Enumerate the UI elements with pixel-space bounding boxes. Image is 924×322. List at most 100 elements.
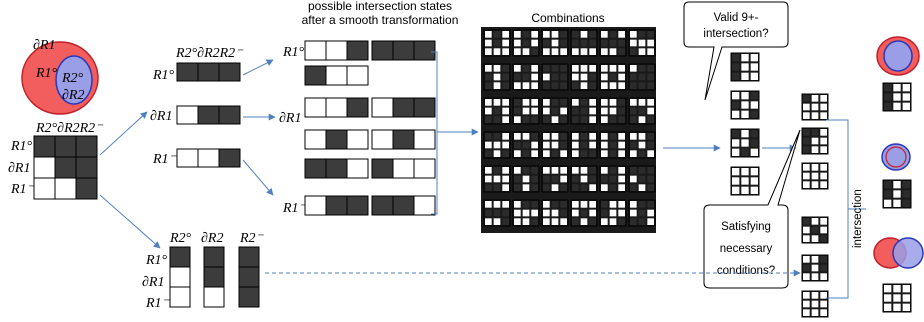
satisfying-matrix-cell — [820, 309, 827, 316]
combination-matrix-cell — [522, 141, 530, 149]
combination-matrix-cell — [514, 141, 521, 149]
combination-matrix-cell — [589, 133, 596, 140]
combination-matrix-cell — [560, 201, 567, 208]
result-matrix-cell — [884, 84, 892, 92]
combination-matrix-cell — [638, 107, 646, 115]
combination-matrix-cell — [543, 39, 550, 47]
states-exterior-label: R1⁻ — [282, 201, 308, 216]
combination-matrix-cell — [485, 82, 492, 89]
satisfying-matrix-cell — [811, 95, 819, 102]
states-boundary-label: ∂R1 — [279, 111, 301, 126]
combination-matrix-cell — [647, 141, 654, 149]
col-boundary-strip-cell — [203, 266, 225, 288]
combination-matrix-cell — [589, 167, 596, 174]
row-decomp-header: R2°∂R2R2⁻ — [175, 46, 244, 61]
combination-matrix-cell — [601, 209, 608, 217]
col-interior-strip-cell — [169, 266, 191, 288]
combination-matrix-cell — [551, 201, 559, 208]
combination-matrix-cell — [618, 150, 625, 157]
combination-matrix-cell — [493, 116, 501, 123]
combination-matrix-cell — [531, 73, 538, 81]
result-matrix-cell — [902, 181, 910, 189]
satisfying-matrix-cell — [803, 226, 810, 234]
combination-matrix-cell — [589, 73, 596, 81]
combination-matrix-cell — [560, 31, 567, 38]
combination-matrix-cell — [543, 209, 550, 217]
combination-matrix-cell — [502, 73, 509, 81]
combination-matrix-cell — [543, 48, 550, 55]
combination-matrix-cell — [589, 107, 596, 115]
combination-matrix-cell — [531, 201, 538, 208]
result-matrix-cell — [902, 303, 910, 311]
combination-matrix-cell — [514, 175, 521, 183]
combination-matrix-cell — [543, 65, 550, 72]
satisfying-matrix-cell — [803, 309, 810, 316]
combination-matrix-cell — [502, 150, 509, 157]
result-matrix-cell — [884, 303, 892, 311]
combination-matrix-cell — [514, 150, 521, 157]
col-decomp-exterior-header: R2⁻ — [239, 231, 265, 246]
combination-matrix-cell — [522, 201, 530, 208]
combination-matrix-cell — [485, 150, 492, 157]
combination-matrix-cell — [522, 184, 530, 191]
combination-matrix-cell — [638, 133, 646, 140]
satisfy-line2: necessary — [720, 243, 773, 255]
combination-matrix-cell — [618, 31, 625, 38]
combination-matrix-cell — [551, 141, 559, 149]
valid-callout-bubble — [683, 1, 789, 101]
satisfying-matrix-cell — [820, 103, 827, 111]
combination-matrix-cell — [485, 65, 492, 72]
combination-matrix-cell — [638, 167, 646, 174]
valid-matrix-cell — [741, 186, 749, 194]
state-strip-cell — [325, 158, 348, 179]
combination-matrix-cell — [630, 65, 637, 72]
combination-matrix-cell — [551, 116, 559, 123]
combination-matrix-cell — [560, 39, 567, 47]
combination-matrix-cell — [589, 150, 596, 157]
satisfying-matrix-cell — [803, 95, 810, 102]
result-matrices — [882, 82, 912, 313]
combination-matrix-cell — [618, 209, 625, 217]
combination-matrix-cell — [502, 167, 509, 174]
valid-callout: Valid 9+- intersection? — [683, 1, 789, 101]
combination-matrix-cell — [647, 167, 654, 174]
combination-matrix-cell — [609, 150, 617, 157]
combination-matrix-cell — [493, 39, 501, 47]
valid-matrix-cell — [732, 186, 740, 194]
combination-matrix-cell — [618, 107, 625, 115]
r2-boundary-label: ∂R2 — [62, 88, 84, 103]
combination-matrix-cell — [502, 133, 509, 140]
region-r2-shape — [55, 55, 93, 105]
result-matrix-cell — [893, 303, 901, 311]
combination-matrix-cell — [493, 31, 501, 38]
combination-matrix-cell — [551, 150, 559, 157]
satisfying-matrix-cell — [811, 235, 819, 242]
combination-matrix-cell — [601, 133, 608, 140]
satisfying-matrix-cell — [803, 164, 810, 171]
states-interior-label: R1° — [282, 45, 305, 60]
valid-matrix-cell — [732, 72, 740, 80]
satisfying-matrix-cell — [820, 172, 827, 180]
satisfying-matrix-cell — [803, 256, 810, 263]
valid-matrix-cell — [750, 54, 758, 62]
combination-matrix-cell — [609, 73, 617, 81]
combination-matrix-cell — [609, 31, 617, 38]
satisfying-matrix-cell — [803, 235, 810, 242]
combination-matrix-cell — [601, 201, 608, 208]
combination-matrix-cell — [638, 201, 646, 208]
result-matrix-cell — [902, 84, 910, 92]
combination-matrix-cell — [647, 150, 654, 157]
valid-line1: Valid 9+- — [714, 12, 759, 24]
valid-matrix-cell — [732, 110, 740, 118]
combination-matrix-cell — [485, 73, 492, 81]
combination-matrix-cell — [572, 65, 579, 72]
result-matrix-cell — [902, 93, 910, 101]
combination-matrix-cell — [551, 175, 559, 183]
combination-matrix-cell — [493, 209, 501, 217]
matrix-cell — [75, 135, 98, 158]
valid-matrix-cell — [741, 139, 749, 147]
result-matrix-cell — [893, 294, 901, 302]
combination-matrix-cell — [601, 107, 608, 115]
satisfying-matrix-cell — [820, 264, 827, 272]
combination-matrix-cell — [601, 73, 608, 81]
